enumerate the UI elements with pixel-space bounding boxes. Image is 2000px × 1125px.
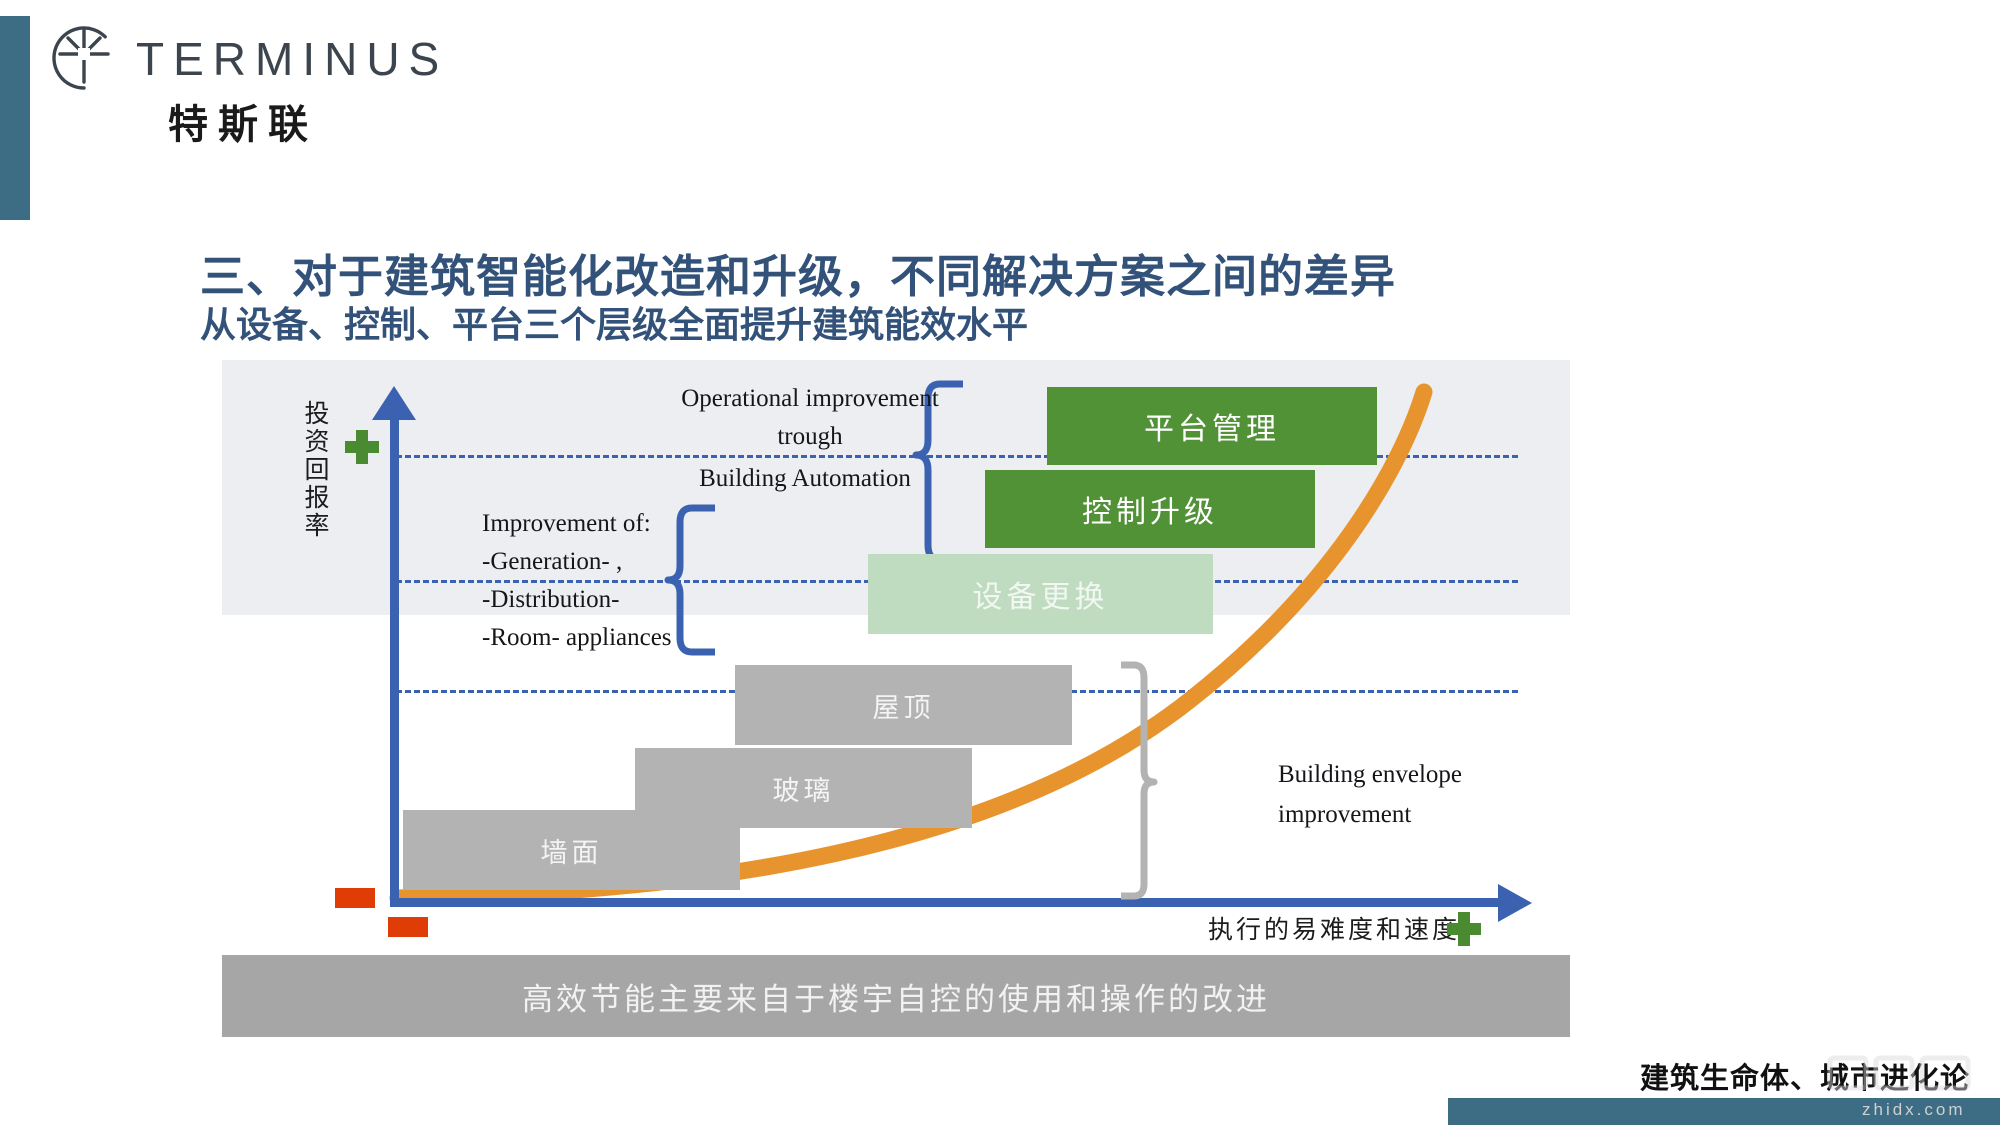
annotation-operational-improvement: Operational improvement trough [660, 380, 960, 456]
bar-platform-management: 平台管理 [1047, 387, 1377, 465]
brace-building-envelope [1121, 661, 1158, 900]
bar-roof: 屋顶 [735, 665, 1072, 745]
page-title: 三、对于建筑智能化改造和升级，不同解决方案之间的差异 [200, 251, 1397, 302]
annotation-building-automation: Building Automation [699, 465, 911, 492]
bar-control-upgrade: 控制升级 [985, 470, 1315, 548]
y-axis-arrow-icon [372, 386, 416, 420]
annotation-operational-line1: Operational improvement [681, 385, 939, 412]
footer-bar [1448, 1098, 2000, 1125]
annotation-envelope-line1: Building envelope [1278, 761, 1462, 788]
left-accent-bar [0, 16, 30, 220]
x-axis-label: 执行的易难度和速度 [1208, 917, 1461, 944]
annotation-improvement-item-1: -Distribution- [482, 586, 620, 613]
annotation-improvement-item-2: -Room- appliances [482, 624, 672, 651]
y-axis-label: 投资回报率 [301, 400, 328, 540]
minus-icon-y-origin [335, 888, 375, 908]
plus-icon-x-axis [1447, 912, 1481, 946]
bar-equipment-replacement: 设备更换 [868, 554, 1213, 634]
brand-latin-name: TERMINUS [136, 33, 449, 85]
minus-icon-x-origin [388, 917, 428, 937]
x-axis-arrow-icon [1498, 884, 1532, 922]
annotation-improvement-list: Improvement of: -Generation- , -Distribu… [482, 505, 782, 657]
summary-banner-text: 高效节能主要来自于楼宇自控的使用和操作的改进 [522, 981, 1270, 1017]
annotation-building-envelope: Building envelope improvement [1278, 755, 1578, 835]
summary-banner: 高效节能主要来自于楼宇自控的使用和操作的改进 [222, 955, 1570, 1037]
brand-logo: TERMINUS 特斯联 [48, 14, 468, 147]
page-subtitle: 从设备、控制、平台三个层级全面提升建筑能效水平 [200, 304, 1029, 345]
annotation-operational-line2: trough [777, 423, 843, 450]
x-axis [390, 898, 1510, 907]
footer-tagline: 建筑生命体、城市进化论 [1640, 1063, 1971, 1095]
brand-chinese-name: 特斯联 [168, 103, 318, 147]
bar-wall: 墙面 [403, 810, 740, 890]
annotation-improvement-title: Improvement of: [482, 510, 651, 537]
watermark-text: zhidx.com [1862, 1100, 1966, 1119]
annotation-envelope-line2: improvement [1278, 801, 1412, 828]
annotation-improvement-item-0: -Generation- , [482, 548, 623, 575]
watermark-logo-icon [1827, 1055, 1971, 1091]
plus-icon-y-axis [345, 430, 379, 464]
y-axis [390, 402, 399, 907]
terminus-sun-logo-icon [52, 26, 110, 90]
